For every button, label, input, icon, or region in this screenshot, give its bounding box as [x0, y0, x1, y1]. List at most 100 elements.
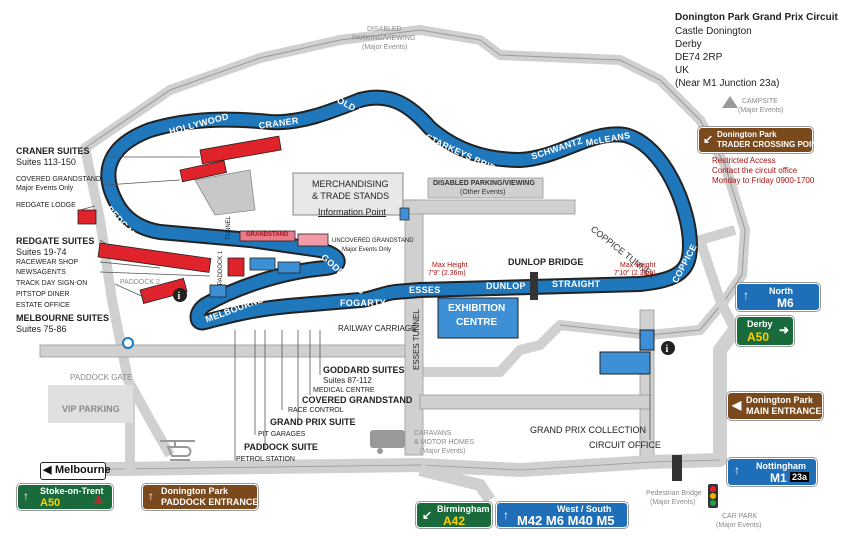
sign-paddock-entrance-line-2: PADDOCK ENTRANCE: [161, 497, 259, 507]
pedestrian-bridge-marker: [672, 455, 682, 481]
grandstand-wedge: [194, 169, 256, 216]
max-height-left-2: 7'9" (2.36m): [428, 270, 466, 277]
track-day-label: TRACK DAY SIGN-ON: [16, 280, 88, 287]
redgate-suites-building: [97, 242, 212, 273]
sign-melbourne: ◀ Melbourne: [40, 462, 111, 480]
uncovered-grandstand-sub: Major Events Only: [342, 247, 392, 253]
trader-note-2: Contact the circuit office: [712, 166, 798, 175]
pitstop-block-2: [209, 284, 227, 298]
redgate-lodge-building: [77, 209, 97, 225]
vip-parking-label: VIP PARKING: [62, 404, 120, 414]
leader-lines: [79, 156, 651, 460]
arrow-up-icon: ↑: [148, 489, 154, 503]
sign-paddock-entrance-line-1: Donington Park: [161, 486, 228, 496]
exhibition-centre-label-2: CENTRE: [456, 317, 498, 328]
sign-melbourne-label: Melbourne: [55, 464, 111, 476]
merchandising-label-2: & TRADE STANDS: [312, 191, 390, 201]
grand-prix-suite-label: GRAND PRIX SUITE: [270, 417, 356, 427]
covered-grandstand-bottom-label: COVERED GRANDSTAND: [302, 395, 413, 405]
sign-north-line-2: M6: [777, 296, 794, 310]
grandstand-label: GRANDSTAND: [246, 232, 289, 238]
sign-birmingham-line-1: Birmingham: [437, 504, 490, 514]
info-point-marker: [399, 207, 410, 221]
road-right-loop: [695, 225, 740, 333]
address-line-4: UK: [675, 65, 689, 76]
track-label-dunlop: DUNLOP: [486, 281, 526, 291]
disabled-parking-other-2: (Other Events): [460, 189, 506, 196]
caravans-label-3: (Major Events): [420, 448, 466, 455]
svg-text:i: i: [178, 291, 181, 302]
track-label-esses: ESSES: [409, 285, 441, 295]
circuit-office-label: CIRCUIT OFFICE: [589, 440, 661, 450]
vip-parking-area: [48, 385, 133, 423]
trader-crossing-sign-line-1: Donington Park: [717, 130, 777, 139]
sign-west-south-line-1: West / South: [557, 504, 612, 514]
trader-note-1: Restricted Access: [712, 156, 776, 165]
exhibition-centre-label-1: EXHIBITION: [448, 303, 506, 314]
arrow-up-icon: ↑: [743, 288, 749, 302]
paddock-suite-label: PADDOCK SUITE: [244, 442, 318, 452]
sign-north-m6: ↑ North M6: [736, 283, 820, 311]
lower-road: [419, 394, 651, 410]
circuit-office-building: [639, 329, 655, 351]
newsagents-label: NEWSAGENTS: [16, 269, 66, 276]
railway-carriage-label: RAILWAY CARRIAGE: [338, 324, 417, 333]
track-label-fogarty: FOGARTY: [340, 298, 387, 308]
goddard-suites-sub: Suites 87-112: [323, 376, 372, 385]
caravans-label-1: CARAVANS: [414, 430, 452, 437]
caravan-icon: [370, 430, 405, 448]
uncovered-grandstand-building: [297, 233, 329, 247]
grandstand-building: [239, 230, 296, 242]
disabled-parking-other-area: [427, 177, 544, 199]
sign-stoke-a50: ↑ Stoke-on-Trent A50 ⚠: [17, 484, 113, 510]
esses-tunnel-label: ESSES TUNNEL: [412, 309, 421, 370]
covered-grandstand-left-label: COVERED GRANDSTAND: [16, 176, 102, 183]
melbourne-suites-building: [139, 277, 188, 305]
perimeter-outline: [84, 29, 746, 336]
disabled-parking-other-1: DISABLED PARKING/VIEWING: [433, 180, 535, 187]
paddock-2-label: PADDOCK 2: [120, 279, 160, 286]
disabled-parking-top-label-3: (Major Events): [362, 44, 408, 51]
arrow-up-icon: ↑: [734, 463, 740, 477]
uncovered-grandstand-label: UNCOVERED GRANDSTAND: [332, 238, 414, 244]
svg-text:i: i: [666, 344, 669, 355]
dunlop-bridge-label: DUNLOP BRIDGE: [508, 257, 584, 267]
campsite-label: CAMPSITE: [742, 98, 778, 105]
grand-prix-collection-building: [599, 351, 651, 375]
trader-crossing-sign-line-2: TRADER CROSSING POINT: [717, 140, 822, 149]
information-point-label: Information Point: [318, 207, 387, 217]
craner-suites-label: CRANER SUITES: [16, 146, 90, 156]
circuit-title: Donington Park Grand Prix Circuit: [675, 12, 838, 23]
sign-derby-a50: Derby A50 ➜: [736, 316, 794, 346]
sign-main-entrance: ◀ Donington Park MAIN ENTRANCE: [727, 392, 823, 420]
arrow-down-left-icon: ↙: [422, 508, 433, 522]
paddock-road: [80, 146, 175, 458]
redgate-suites-sub: Suites 19-74: [16, 247, 67, 257]
arrow-left-icon: ◀: [732, 398, 742, 412]
caravans-label-2: & MOTOR HOMES: [414, 439, 475, 446]
redgate-suites-label: REDGATE SUITES: [16, 236, 95, 246]
sign-derby-line-2: A50: [747, 330, 770, 344]
arrow-icon: ↙: [703, 132, 714, 146]
sign-main-entrance-line-1: Donington Park: [746, 395, 813, 405]
tunnel-label: TUNNEL: [226, 215, 232, 240]
arrow-right-icon: ➜: [779, 323, 790, 337]
arrow-up-icon: ↑: [23, 489, 29, 503]
max-height-right-1: Max Height: [620, 262, 656, 269]
melbourne-suites-sub: Suites 75-86: [16, 324, 67, 334]
arrow-up-icon: ↑: [503, 508, 509, 522]
paddock-1-label: PADDOCK 1: [218, 250, 224, 285]
pedestrian-bridge-label-1: Pedestrian Bridge: [646, 490, 702, 497]
trader-note-3: Monday to Friday 0900-1700: [712, 176, 815, 185]
estate-office-label: ESTATE OFFICE: [16, 302, 70, 309]
disabled-parking-top-label-2: PARKING/VIEWING: [352, 35, 416, 42]
pitstop-block-1: [227, 257, 245, 277]
road-to-birmingham: [418, 464, 495, 504]
pedestrian-bridge-label-2: (Major Events): [650, 499, 696, 506]
campsite-sub: (Major Events): [738, 107, 784, 114]
craner-suites-sub: Suites 113-150: [16, 157, 76, 167]
sign-west-south-line-2: M42 M6 M40 M5: [517, 513, 615, 528]
sign-nottingham-line-1: Nottingham: [756, 461, 806, 471]
